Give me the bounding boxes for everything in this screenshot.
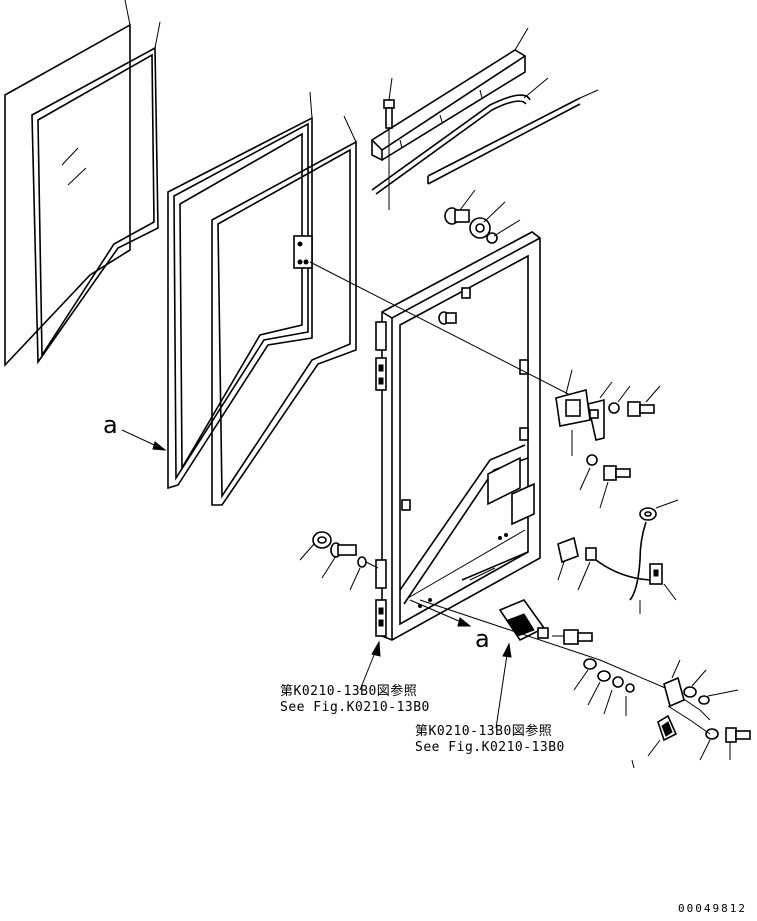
view-a-arrow-left — [121, 429, 167, 451]
reference-arrow-2 — [495, 642, 512, 729]
hinge-bracket — [555, 369, 613, 456]
door-glass-pane — [4, 0, 131, 368]
view-a-label-left: a — [103, 411, 118, 439]
reference-note-en: See Fig.K0210-13B0 — [280, 700, 430, 715]
figure-reference-note: 第K0210-13B0図参照 See Fig.K0210-13B0 — [280, 684, 430, 716]
top-mounting-bolt — [383, 77, 395, 210]
assembly-axis-line — [309, 261, 581, 401]
reference-note-jp: 第K0210-13B0図参照 — [280, 684, 418, 699]
lower-washer-set — [573, 658, 635, 716]
drain-hose — [371, 77, 549, 195]
view-a-label-right: a — [475, 625, 490, 653]
hinge-bolt-set — [579, 385, 661, 509]
rain-gutter — [370, 27, 529, 162]
trim-strip — [427, 89, 599, 185]
view-a-arrow-right — [409, 599, 472, 627]
reference-note-en: See Fig.K0210-13B0 — [415, 740, 565, 755]
lower-latch-assembly — [419, 599, 701, 711]
striker-plate-set — [647, 659, 751, 761]
door-frame — [375, 231, 541, 641]
bolt-washer-set-upper — [444, 189, 521, 244]
door-weather-strip — [167, 91, 313, 490]
lower-hinge-pin-set — [299, 531, 379, 591]
inner-frame-gasket — [211, 115, 357, 506]
figure-reference-note: 第K0210-13B0図参照 See Fig.K0210-13B0 — [415, 724, 565, 756]
reference-note-jp: 第K0210-13B0図参照 — [415, 724, 553, 739]
door-handle-cable-assembly — [557, 499, 679, 614]
glass-seal — [31, 21, 161, 365]
reference-arrow-1 — [359, 640, 381, 691]
leader-line — [631, 759, 635, 769]
catalog-number: 00049812 — [678, 902, 747, 915]
